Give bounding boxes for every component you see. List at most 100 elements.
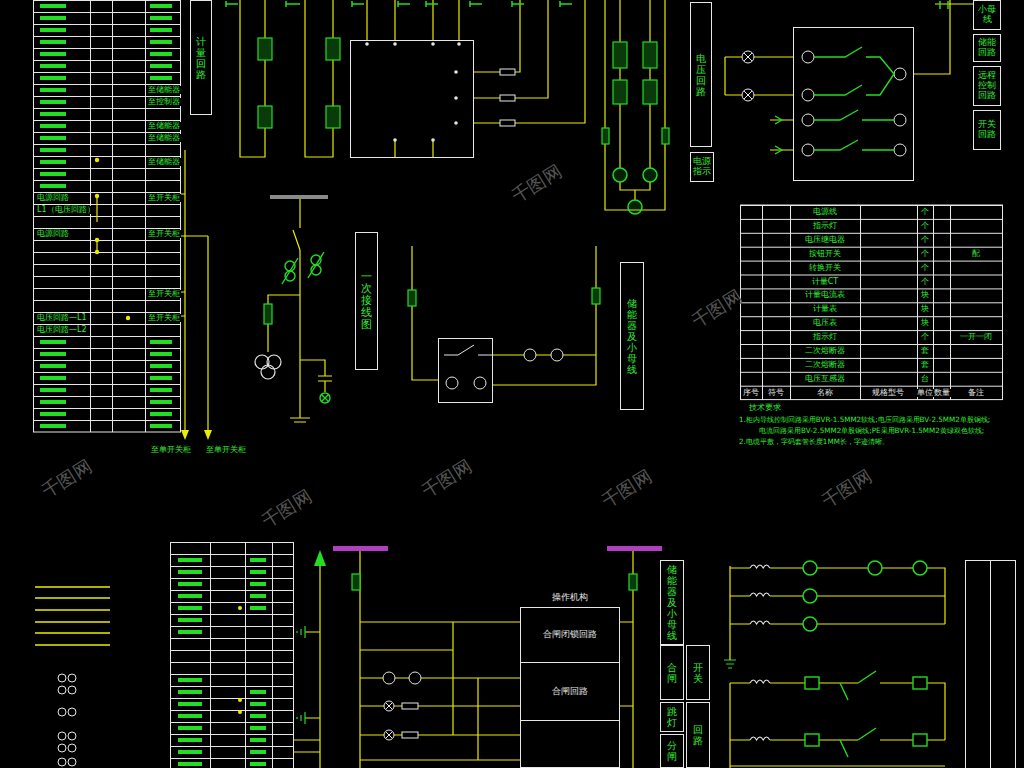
terminal-circle	[58, 674, 66, 682]
wire-destination: 至单开关柜	[205, 446, 247, 454]
table-cell: 个	[920, 250, 930, 258]
vertical-label-box: 回路	[686, 702, 710, 768]
table-header: 规格型号	[871, 389, 905, 397]
resistor-symbol	[500, 120, 515, 126]
indicator-lamp	[643, 168, 657, 182]
busbar	[607, 546, 662, 551]
switch-contact	[840, 671, 876, 757]
wire	[730, 566, 945, 768]
terminal-circle	[58, 674, 76, 766]
vertical-label-box: 计量回路	[190, 0, 212, 115]
watermark: 千图网	[259, 487, 315, 532]
table-cell: 电压继电器	[804, 236, 846, 244]
terminal-circle	[68, 758, 76, 766]
terminal-mark	[40, 0, 174, 432]
terminal-circle	[68, 732, 76, 740]
contact-circle	[802, 51, 906, 156]
terminal-mark	[126, 316, 130, 320]
terminal-table	[171, 542, 294, 768]
signal-lamp	[384, 701, 418, 740]
table-cell: 二次熔断器	[804, 361, 846, 369]
table-cell: 个	[920, 222, 930, 230]
terminal-dot	[365, 42, 369, 46]
indicator-lamp	[913, 561, 927, 575]
table-cell: 个	[920, 278, 930, 286]
table-cell: 个	[920, 236, 930, 244]
wire	[35, 587, 110, 645]
vertical-label-box: 一次接线图	[355, 232, 378, 370]
wire	[293, 551, 633, 768]
fuse-symbol	[258, 106, 272, 128]
table-header: 单位	[916, 389, 934, 397]
contact-circle	[802, 144, 814, 156]
terminal-mark	[250, 686, 268, 768]
terminal-label: 电压回路—L2	[36, 326, 88, 334]
node-label: 计量回路	[196, 36, 206, 80]
terminal-circle	[58, 732, 66, 740]
table-cell: 块	[920, 291, 930, 299]
single-line-diagram	[268, 199, 325, 422]
note-heading: 技术要求	[748, 404, 782, 412]
contact-circle	[802, 114, 814, 126]
table-cell: 转换开关	[808, 264, 842, 272]
table-cell: 指示灯	[812, 333, 838, 341]
box-heading: 操作机构	[521, 593, 619, 603]
terminal-table	[34, 0, 181, 432]
fuse-symbol	[352, 574, 637, 590]
terminal-label: 至开关柜	[147, 290, 181, 298]
resistor-symbol	[500, 95, 515, 101]
terminal-mark	[238, 710, 242, 714]
fuse-symbol	[629, 574, 637, 590]
switch-box	[439, 339, 564, 403]
arrow-head	[181, 430, 212, 440]
table-cell: 块	[920, 319, 930, 327]
arrow-head	[314, 550, 326, 566]
contact-circle	[409, 672, 421, 684]
node-label: 开关	[693, 662, 703, 684]
relay-coil	[805, 677, 819, 689]
terminal-circle	[68, 686, 76, 694]
wire	[730, 566, 945, 660]
terminal-mark	[150, 336, 174, 432]
node-label: 合闸	[667, 662, 677, 684]
terminal-circle	[58, 686, 66, 694]
table-cell: 个	[920, 264, 930, 272]
circuit-band: 合闸回路	[521, 663, 619, 721]
indicator-lamp	[803, 589, 817, 603]
terminal-box	[794, 28, 914, 181]
wire	[605, 0, 665, 210]
terminal-circle	[58, 758, 66, 766]
watermark: 千图网	[689, 287, 745, 332]
mechanism-box: 操作机构合闸闭锁回路合闸回路	[520, 607, 620, 768]
indicator-lamp	[613, 168, 627, 182]
vertical-label-box: 跳灯	[660, 702, 684, 732]
table-cell: 套	[920, 361, 930, 369]
signal-lamp	[742, 51, 754, 101]
table-cell: 配	[971, 250, 981, 258]
terminal-table	[90, 0, 91, 432]
terminal-mark	[238, 698, 242, 702]
terminal-dot	[393, 138, 397, 142]
signal-lamp	[744, 53, 752, 99]
voltage-transformer	[267, 355, 281, 369]
label-box: 开关回路	[973, 110, 1001, 150]
terminal-table	[34, 0, 181, 432]
fuse-symbol	[258, 38, 272, 60]
table-cell: 指示灯	[812, 222, 838, 230]
table-cell: 台	[920, 375, 930, 383]
terminal-tick	[226, 1, 948, 9]
terminal-mark	[238, 606, 242, 610]
terminal-dot	[365, 42, 461, 142]
switch-contact	[840, 671, 876, 757]
single-line-diagram	[268, 199, 332, 422]
terminal-dot	[457, 42, 461, 46]
table-cell: 二次熔断器	[804, 347, 846, 355]
table-header: 序号	[742, 389, 760, 397]
vertical-label-box: 储能器及小母线	[660, 560, 684, 645]
vertical-label-box: 分闸	[660, 734, 684, 768]
current-transformer	[282, 252, 324, 284]
node-label: 储能器及小母线	[627, 298, 637, 375]
arrester-symbol	[320, 393, 330, 403]
item-table	[741, 205, 1003, 400]
